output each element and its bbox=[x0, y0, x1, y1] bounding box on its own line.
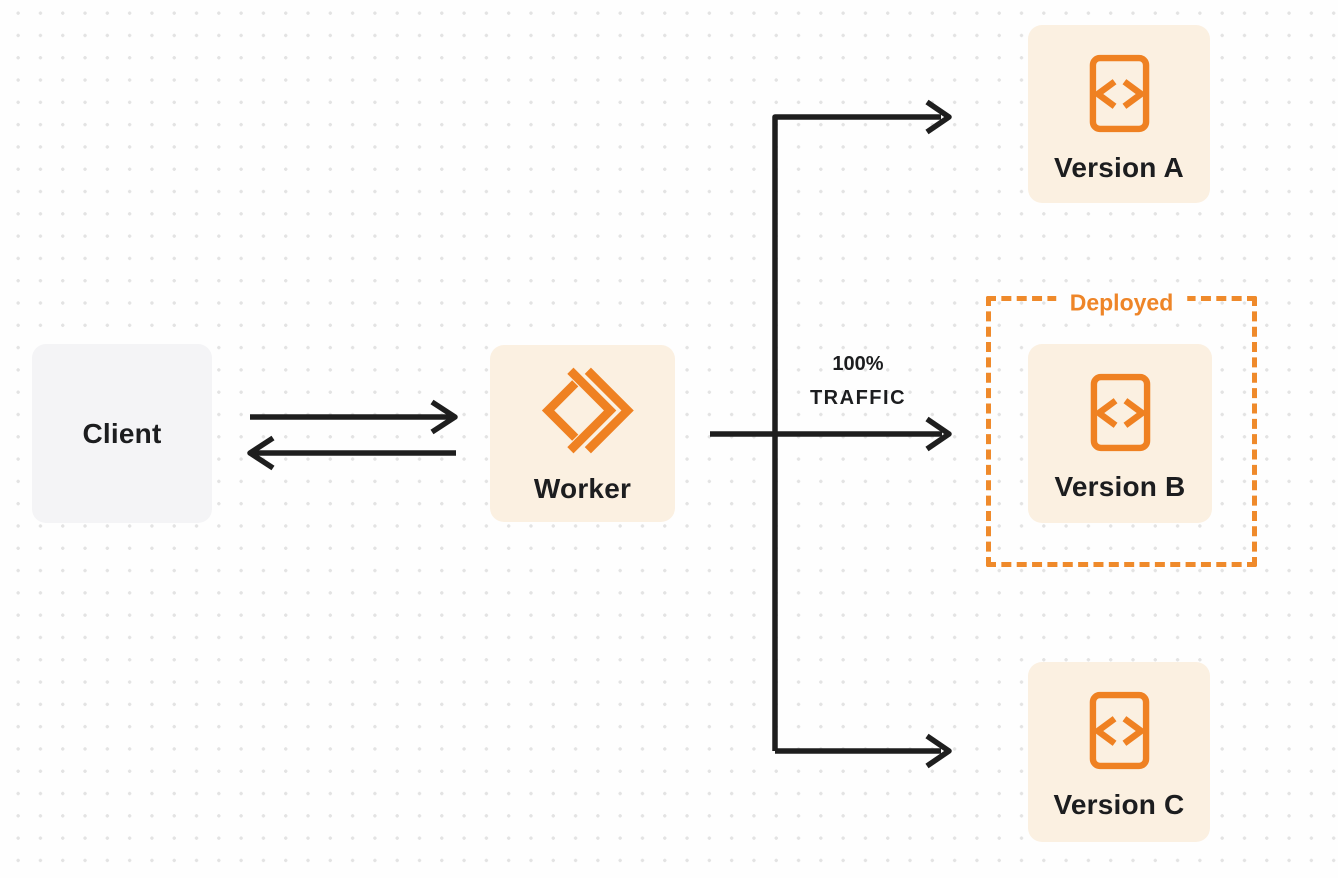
worker-to-version-b-arrowhead-icon bbox=[925, 416, 952, 452]
branch-to-version-a-line bbox=[772, 114, 941, 751]
client-node: Client bbox=[32, 344, 212, 523]
worker-label: Worker bbox=[533, 473, 632, 504]
version-c-arrowhead-icon bbox=[925, 733, 952, 769]
traffic-word-text: TRAFFIC bbox=[809, 387, 907, 409]
version-a-node: Version A bbox=[1028, 25, 1210, 203]
code-file-icon bbox=[1089, 54, 1149, 133]
client-to-worker-arrowhead-icon bbox=[430, 399, 458, 435]
code-file-icon bbox=[1089, 691, 1149, 770]
workers-logo-icon bbox=[541, 367, 634, 454]
version-a-arrowhead-icon bbox=[925, 99, 952, 135]
traffic-percent-text: 100% bbox=[832, 353, 884, 375]
traffic-label: 100% TRAFFIC bbox=[770, 347, 946, 415]
deployed-region: Deployed bbox=[986, 289, 1257, 567]
version-a-label: Version A bbox=[1054, 152, 1184, 183]
client-label: Client bbox=[82, 417, 162, 449]
version-b-node: Version B bbox=[1028, 344, 1212, 523]
worker-node: Worker bbox=[490, 345, 675, 522]
worker-to-client-arrowhead-icon bbox=[247, 435, 275, 471]
version-c-label: Version C bbox=[1053, 789, 1185, 820]
version-c-node: Version C bbox=[1028, 662, 1210, 842]
deployed-label: Deployed bbox=[1055, 289, 1188, 317]
code-file-icon bbox=[1090, 373, 1150, 452]
version-b-label: Version B bbox=[1054, 471, 1186, 502]
